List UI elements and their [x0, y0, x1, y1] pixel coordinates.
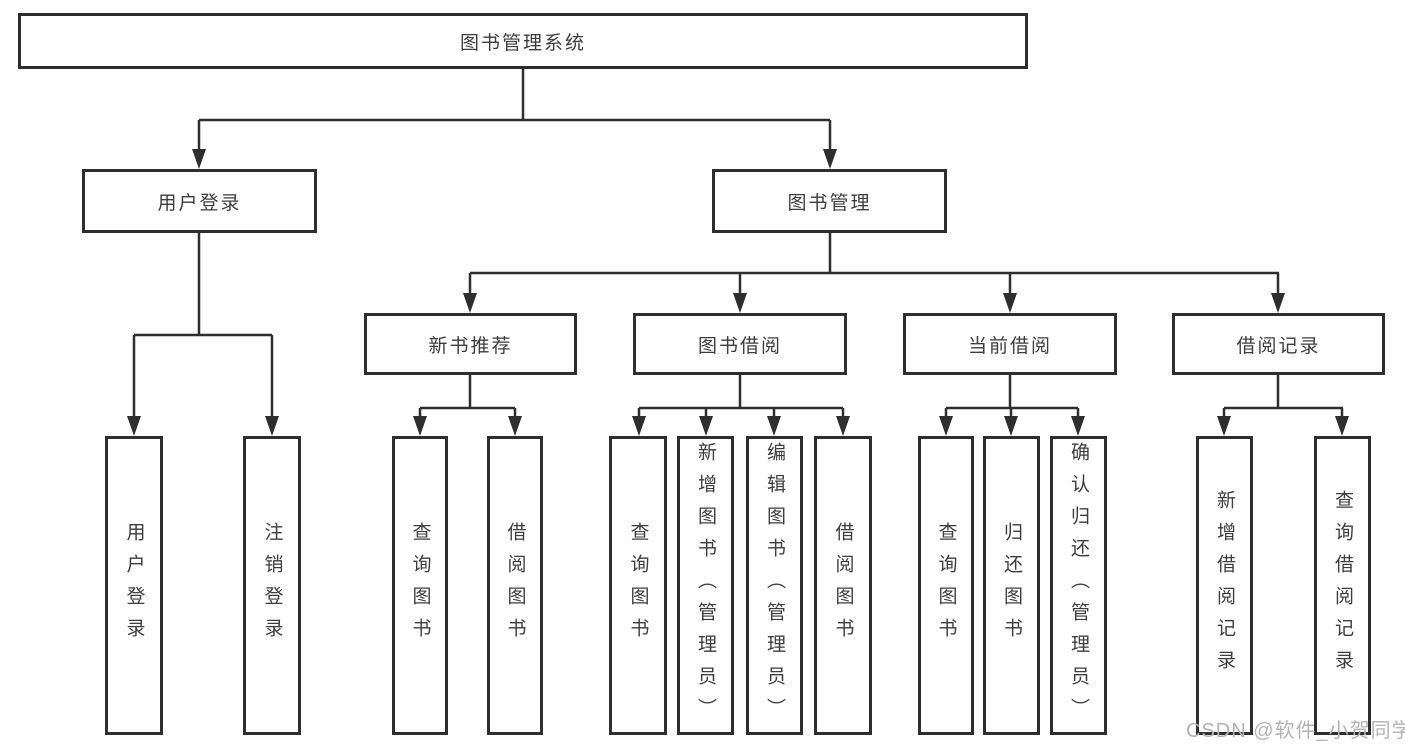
leaf-query-books-borrowing: 查询图书 [609, 436, 667, 735]
leaf-label: 用户登录 [123, 521, 145, 650]
leaf-query-books-current: 查询图书 [918, 436, 974, 735]
leaf-label: 查询图书 [935, 521, 957, 650]
node-label: 借阅记录 [1236, 335, 1321, 357]
leaf-label: 借阅图书 [832, 521, 854, 650]
node-label: 用户登录 [157, 192, 242, 214]
leaf-label: 查询图书 [409, 521, 431, 650]
node-current-borrowing: 当前借阅 [903, 313, 1117, 375]
leaf-label: 归还图书 [1001, 521, 1022, 650]
node-new-book-recommend: 新书推荐 [364, 313, 577, 375]
leaf-label: 注销登录 [261, 521, 283, 650]
leaf-edit-book-admin: 编辑图书（管理员） [746, 436, 803, 735]
leaf-label: 查询借阅记录 [1332, 489, 1353, 682]
node-label: 图书管理 [787, 192, 872, 214]
leaf-query-books-recommend: 查询图书 [392, 436, 448, 735]
node-label: 新书推荐 [428, 335, 513, 357]
leaf-label: 确认归还（管理员） [1068, 441, 1089, 730]
arrowhead-icons [127, 149, 1349, 436]
leaf-label: 查询图书 [627, 521, 649, 650]
leaf-label: 新增借阅记录 [1214, 489, 1235, 682]
leaf-label: 借阅图书 [504, 521, 526, 650]
leaf-add-book-admin: 新增图书（管理员） [677, 436, 734, 735]
leaf-borrow-books-recommend: 借阅图书 [487, 436, 543, 735]
node-book-borrowing: 图书借阅 [633, 313, 847, 375]
watermark: CSDN @软件_小贺同学 [1186, 720, 1405, 742]
leaf-label: 新增图书（管理员） [695, 441, 716, 730]
node-label: 当前借阅 [967, 335, 1052, 357]
node-user-login-branch: 用户登录 [82, 169, 317, 233]
leaf-return-book: 归还图书 [983, 436, 1040, 735]
leaf-confirm-return-admin: 确认归还（管理员） [1050, 436, 1107, 735]
node-root-system: 图书管理系统 [18, 13, 1028, 69]
leaf-label: 编辑图书（管理员） [764, 441, 785, 730]
node-label: 图书管理系统 [459, 32, 586, 54]
node-book-management: 图书管理 [712, 169, 947, 233]
leaf-logout: 注销登录 [243, 436, 301, 735]
leaf-query-borrow-record: 查询借阅记录 [1314, 436, 1371, 735]
leaf-add-borrow-record: 新增借阅记录 [1196, 436, 1253, 735]
node-label: 图书借阅 [697, 335, 782, 357]
leaf-user-login: 用户登录 [105, 436, 163, 735]
leaf-borrow-books-borrowing: 借阅图书 [814, 436, 872, 735]
node-borrowing-records: 借阅记录 [1172, 313, 1385, 375]
